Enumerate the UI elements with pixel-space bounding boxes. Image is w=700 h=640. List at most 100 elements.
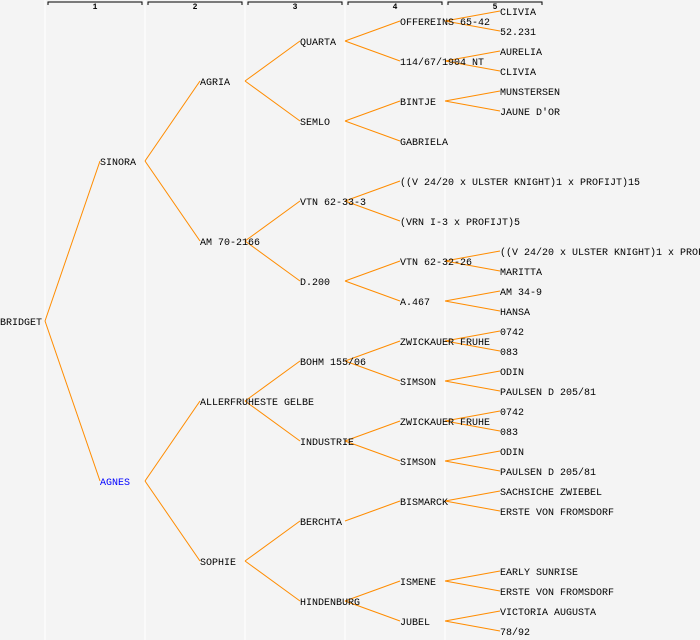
pedigree-connector-line (444, 420, 501, 432)
pedigree-connector-line (344, 340, 401, 362)
pedigree-connector-line (444, 370, 501, 382)
pedigree-node-gen6[interactable]: PAULSEN D 205/81 (500, 387, 596, 399)
pedigree-node-gen6[interactable]: 0742 (500, 328, 524, 339)
pedigree-node-gen5[interactable]: ZWICKAUER FRUHE (400, 338, 490, 349)
column-header-bracket (147, 1, 243, 5)
column-header-bracket (447, 1, 543, 5)
pedigree-connector-line (244, 560, 301, 602)
pedigree-node-gen3[interactable]: AM 70-2166 (200, 238, 260, 249)
pedigree-node-gen4[interactable]: HINDENBURG (300, 598, 360, 609)
pedigree-node-gen5[interactable]: ((V 24/20 x ULSTER KNIGHT)1 x PROFIJT)15 (400, 177, 640, 189)
pedigree-node-gen5[interactable]: BISMARCK (400, 498, 448, 509)
pedigree-connector-line (344, 600, 401, 622)
pedigree-connector-line (344, 100, 401, 122)
pedigree-connector-line (344, 360, 401, 382)
pedigree-node-gen6[interactable]: ERSTE VON FROMSDORF (500, 508, 614, 519)
pedigree-node-gen5[interactable]: SIMSON (400, 458, 436, 469)
pedigree-connector-line (444, 20, 501, 32)
pedigree-connector-line (144, 160, 201, 242)
pedigree-connector-line (144, 80, 201, 162)
pedigree-node-gen6[interactable]: CLIVIA (500, 8, 536, 19)
pedigree-connector-line (444, 580, 501, 592)
pedigree-node-gen6[interactable]: CLIVIA (500, 68, 536, 79)
pedigree-node-gen5[interactable]: (VRN I-3 x PROFIJT)5 (400, 217, 520, 229)
pedigree-connector-line (244, 400, 301, 442)
pedigree-node-gen6[interactable]: AM 34-9 (500, 288, 542, 299)
pedigree-node-gen6[interactable]: MARITTA (500, 268, 542, 279)
pedigree-node-gen5[interactable]: GABRIELA (400, 138, 448, 149)
pedigree-connector-line (144, 480, 201, 562)
column-header-number: 3 (293, 3, 298, 12)
pedigree-connector-line (444, 300, 501, 312)
pedigree-node-gen3[interactable]: ALLERFRUHESTE GELBE (200, 398, 314, 409)
pedigree-node-gen4[interactable]: QUARTA (300, 38, 336, 49)
pedigree-node-gen6[interactable]: 52.231 (500, 28, 536, 39)
pedigree-node-gen6[interactable]: 78/92 (500, 627, 530, 639)
pedigree-node-gen6[interactable]: 0742 (500, 408, 524, 419)
pedigree-connector-line (44, 160, 101, 322)
pedigree-node-gen2[interactable]: AGNES (100, 478, 130, 489)
pedigree-node-gen5[interactable]: A.467 (400, 298, 430, 309)
column-header-number: 5 (493, 3, 498, 12)
pedigree-connector-line (244, 360, 301, 402)
pedigree-connector-line (344, 280, 401, 302)
pedigree-node-gen6[interactable]: SACHSICHE ZWIEBEL (500, 488, 602, 499)
pedigree-connector-line (244, 80, 301, 122)
pedigree-node-gen5[interactable]: JUBEL (400, 618, 430, 629)
pedigree-connector-line (444, 100, 501, 112)
pedigree-connector-line (344, 200, 401, 222)
pedigree-node-gen4[interactable]: SEMLO (300, 118, 330, 129)
pedigree-node-gen6[interactable]: EARLY SUNRISE (500, 568, 578, 579)
pedigree-node-gen5[interactable]: 114/67/1904 NT (400, 57, 484, 69)
pedigree-connector-line (244, 40, 301, 82)
pedigree-node-gen5[interactable]: VTN 62-32-26 (400, 258, 472, 269)
pedigree-node-gen5[interactable]: ISMENE (400, 578, 436, 589)
pedigree-connector-line (444, 260, 501, 272)
pedigree-node-gen5[interactable]: BINTJE (400, 98, 436, 109)
pedigree-node-gen6[interactable]: JAUNE D'OR (500, 107, 560, 119)
pedigree-node-gen6[interactable]: ((V 24/20 x ULSTER KNIGHT)1 x PROFIJT (500, 247, 700, 259)
pedigree-connector-line (444, 90, 501, 102)
pedigree-node-gen6[interactable]: VICTORIA AUGUSTA (500, 608, 596, 619)
pedigree-node-gen6[interactable]: 083 (500, 428, 518, 439)
pedigree-connector-line (444, 490, 501, 502)
pedigree-node-gen3[interactable]: SOPHIE (200, 558, 236, 569)
column-header-bracket (347, 1, 443, 5)
pedigree-node-gen3[interactable]: AGRIA (200, 78, 230, 89)
pedigree-node-gen2[interactable]: SINORA (100, 158, 136, 169)
pedigree-node-gen6[interactable]: AURELIA (500, 48, 542, 59)
pedigree-connector-line (444, 10, 501, 22)
pedigree-node-gen5[interactable]: ZWICKAUER FRUHE (400, 418, 490, 429)
pedigree-node-gen4[interactable]: D.200 (300, 278, 330, 289)
pedigree-node-gen1[interactable]: BRIDGET (0, 318, 42, 329)
pedigree-node-gen6[interactable]: ODIN (500, 368, 524, 379)
pedigree-connector-line (344, 500, 401, 522)
pedigree-connector-line (444, 460, 501, 472)
pedigree-connector-line (444, 50, 501, 62)
column-header-bracket (247, 1, 343, 5)
pedigree-connector-line (444, 250, 501, 262)
pedigree-connector-line (444, 450, 501, 462)
pedigree-node-gen4[interactable]: BOHM 155/06 (300, 357, 366, 369)
pedigree-node-gen6[interactable]: ODIN (500, 448, 524, 459)
pedigree-connector-line (444, 380, 501, 392)
pedigree-node-gen6[interactable]: HANSA (500, 308, 530, 319)
pedigree-connector-line (444, 610, 501, 622)
pedigree-connector-line (444, 330, 501, 342)
pedigree-node-gen4[interactable]: VTN 62-33-3 (300, 198, 366, 209)
pedigree-node-gen5[interactable]: SIMSON (400, 378, 436, 389)
pedigree-connector-line (344, 580, 401, 602)
column-header-bracket (47, 1, 143, 5)
pedigree-node-gen4[interactable]: BERCHTA (300, 518, 342, 529)
pedigree-node-gen6[interactable]: PAULSEN D 205/81 (500, 467, 596, 479)
pedigree-connector-line (44, 320, 101, 482)
pedigree-connector-line (344, 120, 401, 142)
pedigree-node-gen6[interactable]: MUNSTERSEN (500, 88, 560, 99)
pedigree-node-gen6[interactable]: ERSTE VON FROMSDORF (500, 588, 614, 599)
pedigree-connector-line (144, 400, 201, 482)
column-header-number: 2 (193, 3, 198, 12)
pedigree-node-gen5[interactable]: OFFEREINS 65-42 (400, 18, 490, 29)
pedigree-node-gen4[interactable]: INDUSTRIE (300, 438, 354, 449)
pedigree-node-gen6[interactable]: 083 (500, 348, 518, 359)
